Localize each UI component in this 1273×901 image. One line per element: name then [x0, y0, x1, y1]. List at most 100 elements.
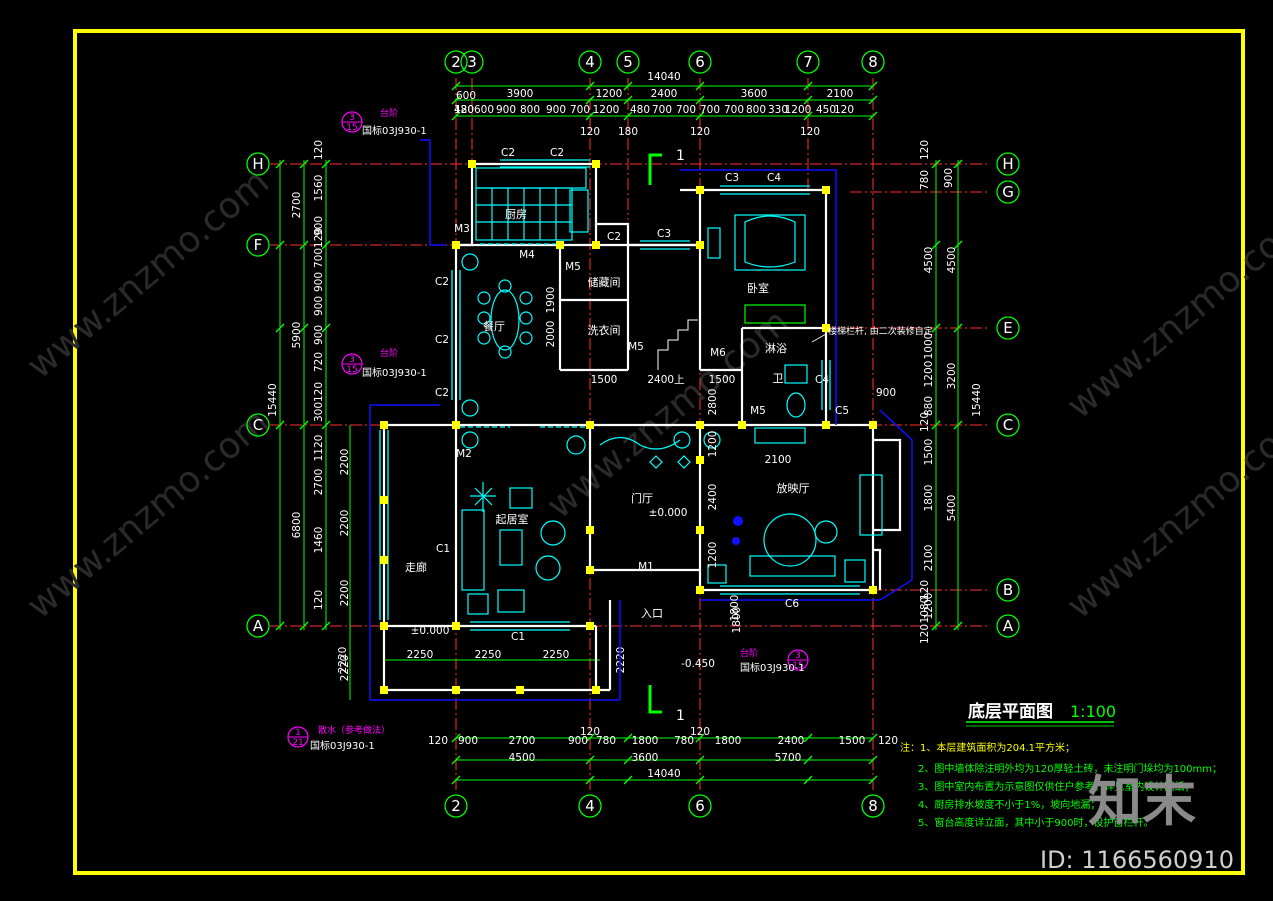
room-label: 入口: [641, 607, 663, 620]
column: [822, 324, 830, 332]
axis-right-B-label: B: [1003, 581, 1013, 599]
axis-right-H: H: [996, 152, 1020, 176]
window-label: C2: [435, 276, 449, 288]
column: [592, 160, 600, 168]
room-label: 卫: [773, 372, 784, 385]
note-line: 5、窗台高度详立面，其中小于900时，设护窗栏杆。: [918, 816, 1153, 829]
dim-bottom-row1: 780: [596, 735, 616, 747]
window-label: C2: [607, 231, 621, 243]
dim-right-row2: 1200: [923, 361, 935, 388]
dim-top-row3: 120: [580, 126, 600, 138]
dim-bottom-row1: 780: [674, 735, 694, 747]
window-label: C6: [785, 598, 799, 610]
dim-bottom-row1: 1500: [839, 735, 866, 747]
axis-top-2: 2: [444, 50, 468, 74]
column: [380, 686, 388, 694]
room-label: 门厅: [631, 491, 653, 505]
window-label: C4: [815, 374, 829, 386]
column: [516, 686, 524, 694]
axis-top-3-label: 3: [467, 53, 477, 71]
door-label: M2: [456, 448, 472, 460]
window-label: C5: [835, 405, 849, 417]
dim-top-row1: 3900: [507, 88, 534, 100]
drawing-title: 底层平面图: [968, 701, 1053, 722]
inner-dimension: 1800: [729, 595, 741, 622]
elevation-marks: ±0.000±0.000-0.450: [411, 507, 715, 670]
door-label: M3: [454, 223, 470, 235]
dim-top-row2: 480: [454, 104, 474, 116]
dim-top-row2: 700: [724, 104, 744, 116]
window-label: C2: [435, 387, 449, 399]
dim-left-row2: 900: [313, 325, 325, 345]
dim-left-row3: 2200: [339, 510, 351, 537]
dim-top-row2: 600: [474, 104, 494, 116]
axis-top-4: 4: [578, 50, 602, 74]
dim-left-row3: 2200: [339, 580, 351, 607]
dim-top-row2: 120: [454, 104, 474, 116]
callout-label: 散水（参考做法）: [318, 724, 390, 736]
dim-bottom-row1: 2400: [778, 735, 805, 747]
column: [452, 241, 460, 249]
dim-bottom-row1: 2700: [509, 735, 536, 747]
column: [822, 421, 830, 429]
dim-top-row2: 1200: [785, 104, 812, 116]
dim-right-total: 15440: [971, 383, 983, 416]
axis-top-6: 6: [688, 50, 712, 74]
column: [380, 421, 388, 429]
dim-top-row1: 1200: [596, 88, 623, 100]
inner-dimension: 2000: [545, 321, 557, 348]
dim-right-row2: 1200: [923, 593, 935, 620]
column: [380, 622, 388, 630]
dim-right-row2: 1000: [923, 333, 935, 360]
dim-top-row2: 900: [496, 104, 516, 116]
room-label: 餐厅: [483, 319, 505, 333]
dim-bottom-row1: 900: [458, 735, 478, 747]
dim-top-row2: 800: [746, 104, 766, 116]
door-label: M1: [638, 561, 654, 573]
axis-right-A-label: A: [1003, 617, 1014, 635]
door-label: M5: [628, 341, 644, 353]
dim-right-row2: 120: [919, 140, 931, 160]
column: [592, 686, 600, 694]
dim-left-total: 15440: [267, 383, 279, 416]
column: [822, 186, 830, 194]
dim-left-row2: 120: [313, 590, 325, 610]
axis-right-A: A: [996, 614, 1020, 638]
dim-top-row1: 2400: [651, 88, 678, 100]
note-line: 2、图中墙体除注明外均为120厚轻土砖，未注明门垛均为100mm；: [918, 762, 1222, 775]
elevation-mark: ±0.000: [411, 625, 450, 637]
inner-dimension: 900: [876, 387, 896, 399]
dim-gallery: 2250: [475, 649, 502, 661]
window-label: C1: [436, 543, 450, 555]
column: [556, 241, 564, 249]
stair-railing-note: 楼梯栏杆, 由二次装修自定: [828, 325, 933, 337]
axis-left-F: F: [246, 233, 270, 257]
dim-top-row3: 120: [690, 126, 710, 138]
dim-top-row1: 3600: [741, 88, 768, 100]
dim-right-row2: 1800: [923, 485, 935, 512]
dim-gallery: 2250: [543, 649, 570, 661]
room-label: 洗衣间: [588, 323, 621, 337]
dim-right-row2: 4500: [923, 247, 935, 274]
dim-right-row1: 4500: [946, 247, 958, 274]
dim-bottom-row1: 900: [568, 735, 588, 747]
inner-dimension: 1200: [707, 431, 719, 458]
axis-right-E-label: E: [1003, 319, 1012, 337]
callout-number: 3: [349, 113, 355, 123]
dim-top-row2: 480: [630, 104, 650, 116]
axis-right-C: C: [996, 413, 1020, 437]
axis-bottom-2-label: 2: [451, 797, 461, 815]
dim-right-row2: 780: [919, 170, 931, 190]
inner-dimension: 1500: [591, 374, 618, 386]
axis-left-H-label: H: [252, 155, 263, 173]
note-line: 4、厨房排水坡度不小于1%，坡向地漏；: [918, 798, 1100, 811]
columns: [380, 160, 877, 694]
callout-label: 台阶: [740, 647, 758, 659]
dim-right-row2: 1080: [919, 597, 931, 624]
room-label: 卧室: [747, 281, 769, 295]
window-label: C3: [725, 172, 739, 184]
column: [452, 686, 460, 694]
